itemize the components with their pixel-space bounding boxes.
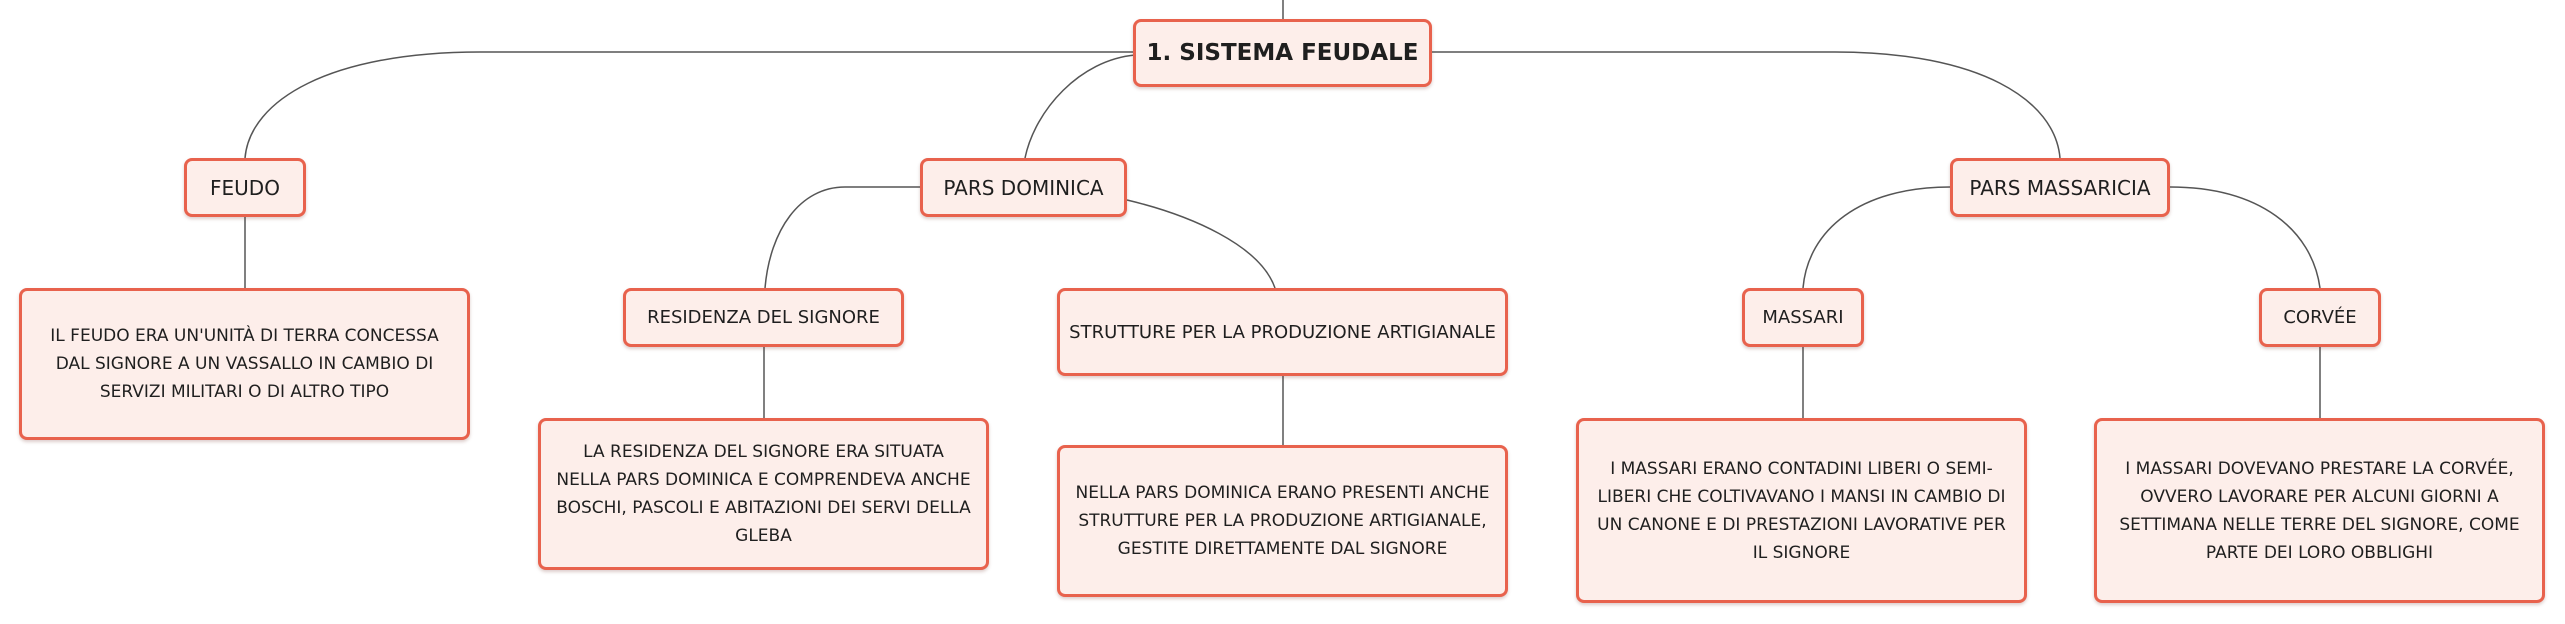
topic-node-pars-dominica[interactable]: PARS DOMINICA xyxy=(920,158,1127,217)
description-node-massari[interactable]: I MASSARI ERANO CONTADINI LIBERI O SEMI-… xyxy=(1576,418,2027,603)
subtopic-node-corvee[interactable]: CORVÉE xyxy=(2259,288,2381,347)
subtopic-node-residenza-del-signore[interactable]: RESIDENZA DEL SIGNORE xyxy=(623,288,904,347)
subtopic-label-strutture-produzione-artigianale: STRUTTURE PER LA PRODUZIONE ARTIGIANALE xyxy=(1069,321,1496,343)
topic-label-feudo: FEUDO xyxy=(210,175,280,200)
root-topic-node[interactable]: 1. SISTEMA FEUDALE xyxy=(1133,19,1432,87)
description-text-strutture-produzione-artigianale: NELLA PARS DOMINICA ERANO PRESENTI ANCHE… xyxy=(1075,483,1490,559)
topic-node-pars-massaricia[interactable]: PARS MASSARICIA xyxy=(1950,158,2170,217)
subtopic-label-massari: MASSARI xyxy=(1762,307,1844,328)
description-text-residenza-del-signore: LA RESIDENZA DEL SIGNORE ERA SITUATA NEL… xyxy=(556,442,971,546)
root-topic-label: 1. SISTEMA FEUDALE xyxy=(1146,40,1419,66)
topic-label-pars-massaricia: PARS MASSARICIA xyxy=(1969,175,2151,200)
subtopic-label-corvee: CORVÉE xyxy=(2283,307,2357,328)
topic-node-feudo[interactable]: FEUDO xyxy=(184,158,306,217)
description-node-residenza-del-signore[interactable]: LA RESIDENZA DEL SIGNORE ERA SITUATA NEL… xyxy=(538,418,989,570)
subtopic-node-strutture-produzione-artigianale[interactable]: STRUTTURE PER LA PRODUZIONE ARTIGIANALE xyxy=(1057,288,1508,376)
subtopic-label-residenza-del-signore: RESIDENZA DEL SIGNORE xyxy=(647,307,880,328)
subtopic-node-massari[interactable]: MASSARI xyxy=(1742,288,1864,347)
topic-label-pars-dominica: PARS DOMINICA xyxy=(943,175,1104,200)
description-node-feudo[interactable]: IL FEUDO ERA UN'UNITÀ DI TERRA CONCESSA … xyxy=(19,288,470,440)
description-text-massari: I MASSARI ERANO CONTADINI LIBERI O SEMI-… xyxy=(1597,458,2006,563)
description-node-corvee[interactable]: I MASSARI DOVEVANO PRESTARE LA CORVÉE, O… xyxy=(2094,418,2545,603)
description-text-feudo: IL FEUDO ERA UN'UNITÀ DI TERRA CONCESSA … xyxy=(50,326,439,402)
description-text-corvee: I MASSARI DOVEVANO PRESTARE LA CORVÉE, O… xyxy=(2119,458,2520,563)
description-node-strutture-produzione-artigianale[interactable]: NELLA PARS DOMINICA ERANO PRESENTI ANCHE… xyxy=(1057,445,1508,597)
